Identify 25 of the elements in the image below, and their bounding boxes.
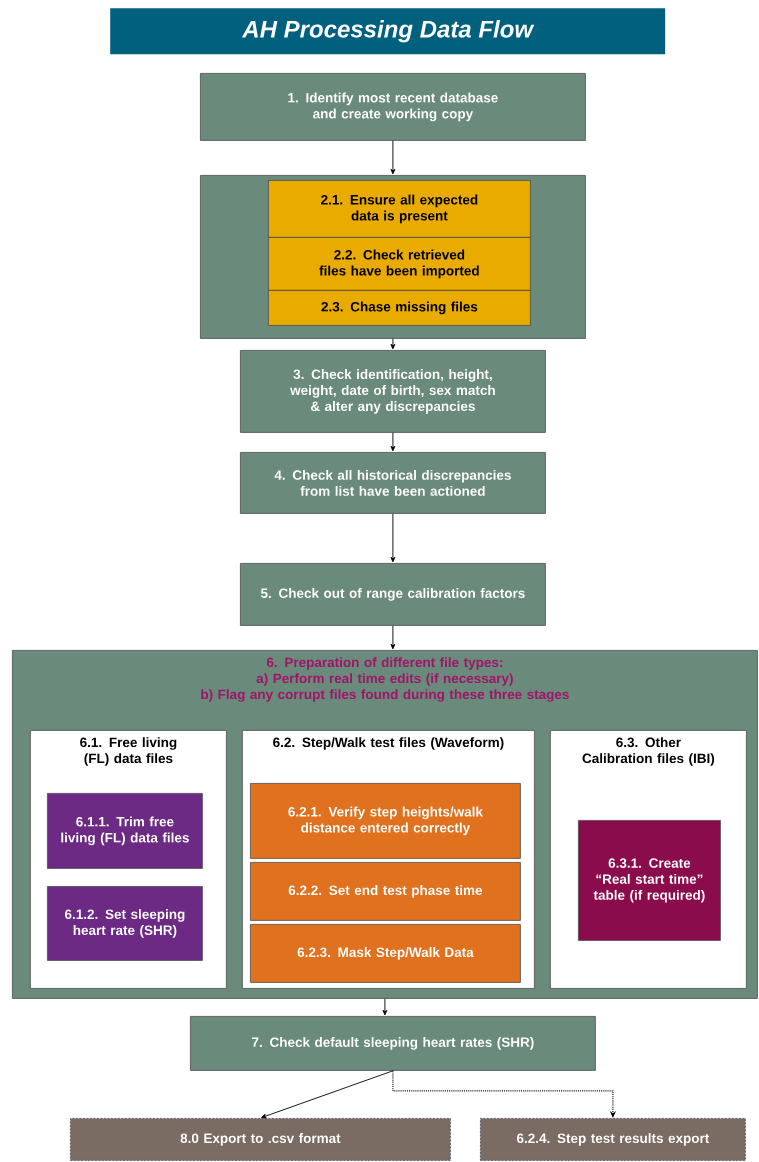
process-box: 5. Check out of range calibration factors <box>240 563 546 626</box>
process-box: 4. Check all historical discrepancies from list have been actioned <box>240 452 546 514</box>
task-box: 6.2.2. Set end test phase time <box>250 862 521 921</box>
process-box: 1. Identify most recent database and create working copy <box>200 73 586 141</box>
arrow <box>390 338 396 350</box>
arrow <box>392 1070 616 1118</box>
task-box: 2.3. Chase missing files <box>268 290 531 326</box>
title-banner: AH Processing Data Flow <box>110 8 666 55</box>
arrow <box>261 1070 394 1119</box>
task-box: 2.2. Check retrieved files have been imported <box>268 237 531 291</box>
task-box: 6.1.1. Trim free living (FL) data files <box>47 793 203 869</box>
arrow <box>390 432 396 452</box>
task-box: 6.1.2. Set sleeping heart rate (SHR) <box>47 886 203 961</box>
arrow <box>390 140 396 175</box>
task-box: 2.1. Ensure all expected data is present <box>268 180 531 238</box>
output-box: 6.2.4. Step test results export <box>480 1118 746 1161</box>
arrow <box>382 998 388 1016</box>
task-box: 6.2.1. Verify step heights/walk distance entered correctly <box>250 783 521 859</box>
process-box: 3. Check identification, height, weight, date of birth, sex match & alter any discrepancies <box>240 350 546 433</box>
arrow <box>390 625 396 650</box>
task-box: 6.2.3. Mask Step/Walk Data <box>250 924 521 983</box>
process-box: 7. Check default sleeping heart rates (SHR) <box>190 1016 596 1071</box>
output-box: 8.0 Export to .csv format <box>70 1118 451 1161</box>
arrow <box>390 513 396 563</box>
task-box: 6.3.1. Create “Real start time” table (if required) <box>578 820 721 941</box>
